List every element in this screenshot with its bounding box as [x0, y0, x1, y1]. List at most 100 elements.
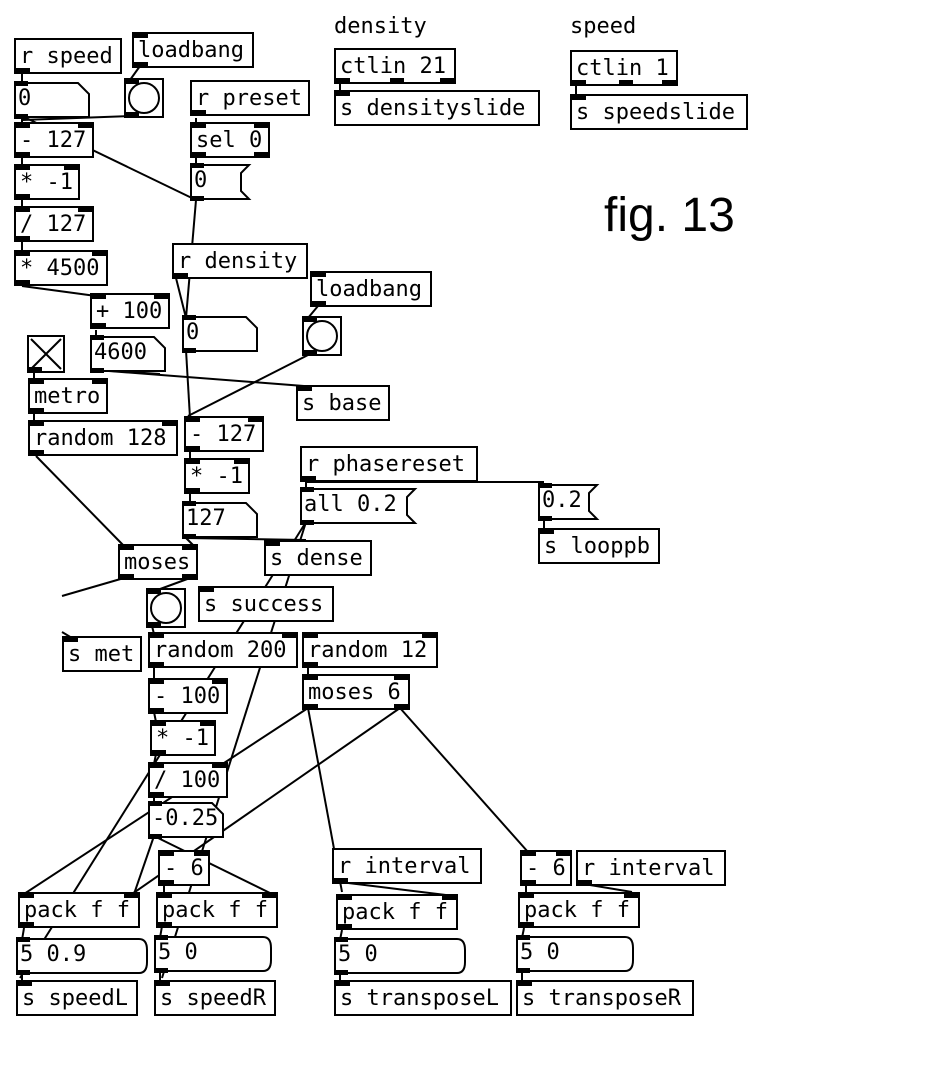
minus-6-object-a[interactable]: - 6: [158, 850, 210, 886]
inlet[interactable]: [520, 893, 534, 898]
inlet[interactable]: [298, 386, 312, 391]
patch-cord[interactable]: [175, 277, 187, 319]
outlet[interactable]: [150, 708, 164, 713]
outlet[interactable]: [394, 704, 408, 709]
patch-cord[interactable]: [23, 707, 309, 895]
inlet[interactable]: [540, 529, 554, 534]
outlet[interactable]: [186, 488, 200, 493]
outlet[interactable]: [300, 520, 314, 525]
inlet[interactable]: [300, 487, 314, 492]
speedR-message-box[interactable]: 5 0: [154, 935, 272, 973]
inlet[interactable]: [182, 501, 196, 506]
outlet[interactable]: [90, 368, 104, 373]
outlet[interactable]: [16, 68, 30, 73]
minus-127-object-a[interactable]: - 127: [14, 122, 94, 158]
outlet[interactable]: [304, 662, 318, 667]
patch-cord[interactable]: [133, 835, 155, 895]
outlet[interactable]: [440, 78, 454, 83]
inlet[interactable]: [200, 721, 214, 726]
inlet[interactable]: [182, 315, 196, 320]
outlet[interactable]: [30, 408, 44, 413]
density-number-box[interactable]: 0: [182, 315, 258, 353]
times-4500-object[interactable]: * 4500: [14, 250, 108, 286]
s-success-object[interactable]: s success: [198, 586, 334, 622]
patch-cord[interactable]: [153, 835, 273, 895]
inlet[interactable]: [282, 633, 296, 638]
outlet[interactable]: [254, 152, 268, 157]
bang-outlet[interactable]: [147, 622, 161, 627]
inlet[interactable]: [186, 459, 200, 464]
sel-0-object[interactable]: sel 0: [190, 122, 270, 158]
inlet[interactable]: [303, 317, 317, 322]
inlet[interactable]: [20, 893, 34, 898]
inlet[interactable]: [154, 294, 168, 299]
r-phasereset-object[interactable]: r phasereset: [300, 446, 478, 482]
metro-toggle[interactable]: [27, 335, 65, 373]
inlet[interactable]: [150, 633, 164, 638]
moses-object[interactable]: moses: [118, 544, 198, 580]
s-looppb-object[interactable]: s looppb: [538, 528, 660, 564]
outlet[interactable]: [522, 880, 536, 885]
minus-127-object-b[interactable]: - 127: [184, 416, 264, 452]
inlet[interactable]: [16, 123, 30, 128]
plus-100-object[interactable]: + 100: [90, 293, 170, 329]
outlet[interactable]: [338, 924, 352, 929]
inlet[interactable]: [64, 165, 78, 170]
inlet[interactable]: [30, 421, 44, 426]
outlet[interactable]: [20, 922, 34, 927]
inlet[interactable]: [518, 981, 532, 986]
inlet[interactable]: [624, 893, 638, 898]
metro-object[interactable]: metro: [28, 378, 108, 414]
base-number-box[interactable]: 4600: [90, 335, 166, 373]
inlet[interactable]: [194, 851, 208, 856]
inlet[interactable]: [334, 937, 348, 942]
outlet[interactable]: [334, 970, 348, 975]
outlet[interactable]: [302, 476, 316, 481]
outlet[interactable]: [154, 968, 168, 973]
inlet[interactable]: [16, 207, 30, 212]
inlet[interactable]: [254, 123, 268, 128]
s-transposeR-object[interactable]: s transposeR: [516, 980, 694, 1016]
inlet[interactable]: [78, 123, 92, 128]
outlet[interactable]: [182, 574, 196, 579]
offset-number-box[interactable]: -0.25: [148, 801, 224, 839]
inlet[interactable]: [14, 81, 28, 86]
inlet[interactable]: [150, 679, 164, 684]
inlet[interactable]: [556, 851, 570, 856]
patch-cord[interactable]: [129, 65, 141, 81]
inlet[interactable]: [64, 637, 78, 642]
times-neg1-object-b[interactable]: * -1: [184, 458, 250, 494]
inlet[interactable]: [394, 675, 408, 680]
pack-f-f-object-1[interactable]: pack f f: [18, 892, 140, 928]
ctlin-21-object[interactable]: ctlin 21: [334, 48, 456, 84]
outlet[interactable]: [16, 970, 30, 975]
dense-number-box[interactable]: 127: [182, 501, 258, 539]
outlet[interactable]: [516, 968, 530, 973]
transposeL-message-box[interactable]: 5 0: [334, 937, 466, 975]
inlet[interactable]: [16, 251, 30, 256]
inlet[interactable]: [516, 935, 530, 940]
outlet[interactable]: [16, 280, 30, 285]
inlet[interactable]: [16, 937, 30, 942]
inlet[interactable]: [78, 207, 92, 212]
inlet[interactable]: [162, 421, 176, 426]
outlet[interactable]: [152, 750, 166, 755]
patch-cord[interactable]: [187, 353, 311, 417]
random-200-object[interactable]: random 200: [148, 632, 298, 668]
outlet[interactable]: [160, 880, 174, 885]
r-interval-object-1[interactable]: r interval: [332, 848, 482, 884]
outlet[interactable]: [186, 446, 200, 451]
bang-outlet[interactable]: [125, 112, 139, 117]
bang-loadbang-1[interactable]: [124, 78, 164, 118]
pack-f-f-object-4[interactable]: pack f f: [518, 892, 640, 928]
outlet[interactable]: [120, 574, 134, 579]
patch-cord[interactable]: [21, 285, 97, 297]
inlet[interactable]: [212, 679, 226, 684]
outlet[interactable]: [190, 196, 204, 201]
outlet[interactable]: [572, 80, 586, 85]
inlet[interactable]: [158, 893, 172, 898]
outlet[interactable]: [134, 62, 148, 67]
r-preset-object[interactable]: r preset: [190, 80, 310, 116]
speedL-message-box[interactable]: 5 0.9: [16, 937, 148, 975]
s-speedslide-object[interactable]: s speedslide: [570, 94, 748, 130]
